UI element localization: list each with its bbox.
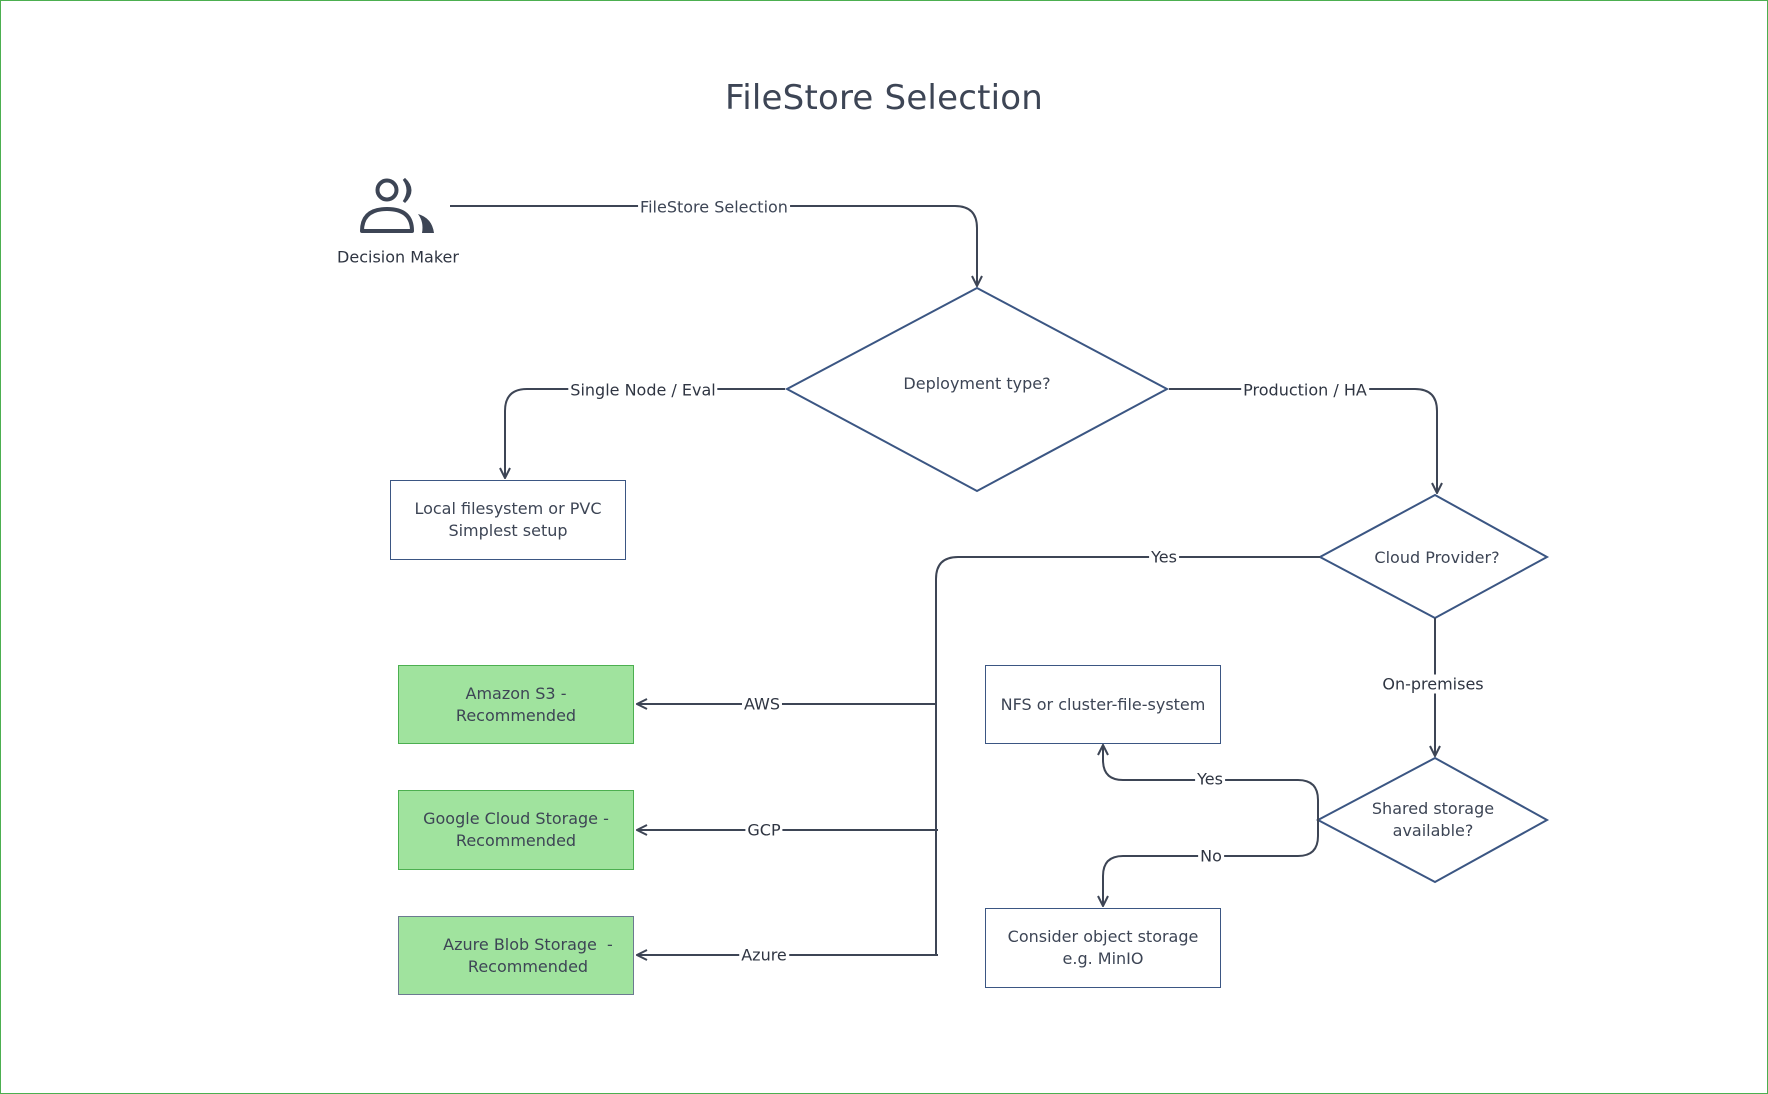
- node-nfs-line-1: NFS or cluster-file-system: [1000, 694, 1206, 714]
- edge-label-cloud-yes: Yes: [1149, 547, 1179, 567]
- node-s3-line-1: Amazon S3 -: [465, 683, 567, 703]
- edge-label-production: Production / HA: [1241, 380, 1369, 400]
- cloud-provider-text: Cloud Provider?: [1374, 548, 1500, 567]
- decision-maker-label: Decision Maker: [337, 247, 459, 267]
- node-gcs-line-1: Google Cloud Storage -: [423, 809, 609, 828]
- node-nfs[interactable]: NFS or cluster-file-system: [985, 665, 1221, 744]
- deployment-type-text: Deployment type?: [903, 374, 1051, 393]
- shared-storage-line-2: available?: [1392, 821, 1474, 840]
- edge-label-aws: AWS: [741, 694, 783, 714]
- node-s3-line-2: Recommended: [455, 705, 577, 725]
- decision-shared-storage[interactable]: [1315, 756, 1550, 884]
- node-object-line-2: e.g. MinIO: [1062, 949, 1144, 968]
- node-azure-line-2: Recommended: [467, 956, 589, 976]
- node-local-line-2: Simplest setup: [448, 521, 568, 540]
- edge-label-azure: Azure: [739, 945, 789, 965]
- decision-maker-actor[interactable]: [356, 176, 440, 238]
- shared-storage-text: Shared storage available?: [1372, 798, 1494, 842]
- shared-storage-line-1: Shared storage: [1371, 799, 1495, 818]
- edge-label-shared-yes: Yes: [1195, 769, 1225, 789]
- node-object-line-1: Consider object storage: [1007, 927, 1199, 946]
- edge-label-start: FileStore Selection: [638, 197, 790, 217]
- edge-cloud-yes[interactable]: [935, 556, 1320, 955]
- node-local-line-1: Local filesystem or PVC: [414, 499, 602, 518]
- node-local-filesystem[interactable]: Local filesystem or PVC Simplest setup: [390, 480, 626, 560]
- edge-label-single-node: Single Node / Eval: [568, 380, 718, 400]
- decision-deployment-type[interactable]: [784, 286, 1170, 493]
- node-object-storage[interactable]: Consider object storage e.g. MinIO: [985, 908, 1221, 988]
- node-azure-line-1: Azure Blob Storage -: [443, 934, 613, 954]
- node-google-cloud-storage[interactable]: Google Cloud Storage - Recommended: [398, 790, 634, 870]
- diagram-title: FileStore Selection: [724, 78, 1044, 118]
- edge-start[interactable]: [450, 205, 977, 286]
- edge-single-node[interactable]: [505, 388, 785, 478]
- edge-label-on-premises: On-premises: [1380, 674, 1486, 694]
- edge-label-shared-no: No: [1198, 846, 1224, 866]
- users-icon: [360, 177, 434, 233]
- edge-label-gcp: GCP: [745, 820, 783, 840]
- edge-production[interactable]: [1169, 388, 1437, 493]
- node-gcs-line-2: Recommended: [455, 831, 577, 850]
- node-azure-blob-storage[interactable]: Azure Blob Storage - Recommended: [398, 916, 634, 995]
- node-amazon-s3[interactable]: Amazon S3 - Recommended: [398, 665, 634, 744]
